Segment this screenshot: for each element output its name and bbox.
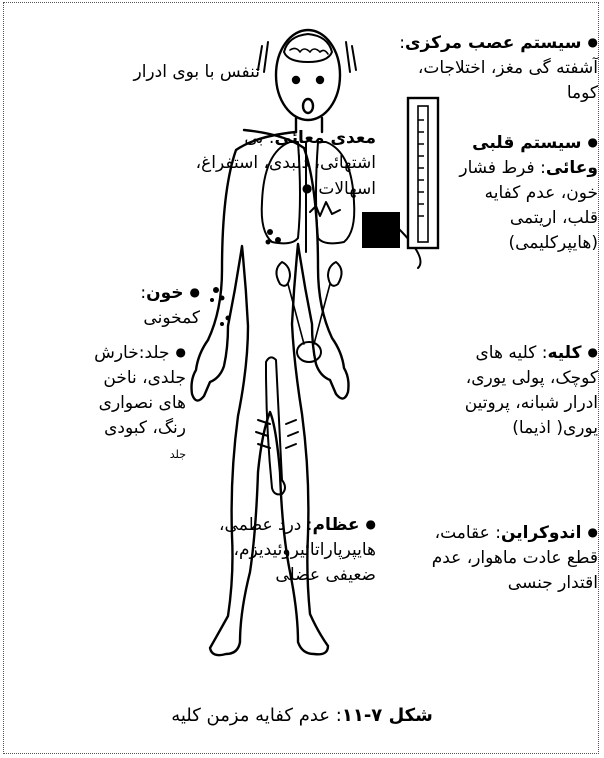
cardio-label: ●سیستم قلبی وعائی: فرط فشار خون، عدم کفا…: [450, 130, 598, 256]
bp-cuff: [362, 212, 400, 248]
bone-icon: [266, 357, 285, 494]
caption-label: شکل ۷-۱۱: [342, 705, 433, 726]
skin-small-label: جلد: [170, 448, 186, 461]
kidney-label: ●کلیه: کلیه های کوچک، پولی یوری، ادرار ش…: [452, 340, 598, 441]
gi-label: معدی معائی: بی اشتهائی، دلبدی، استفراغ، …: [186, 126, 376, 202]
figure-caption: شکل ۷-۱۱: عدم کفایه مزمن کلیه: [0, 705, 604, 726]
kidney-right: [328, 262, 342, 286]
sphygmomanometer-icon: [408, 98, 438, 248]
blood-label: ●خون: کمخونی: [80, 280, 200, 331]
skin-label: ●جلد:خارش جلدی، ناخن های نصواری رنگ، کبو…: [86, 340, 186, 467]
caption-text: : عدم کفایه مزمن کلیه: [171, 705, 342, 726]
bone-label: ●عظام: درد عظمی، هایپرپاراتائیروئیدیزم، …: [180, 512, 376, 588]
head-outline: [276, 30, 340, 120]
cns-label: ●سیستم عصب مرکزی: آشفته گی مغز، اختلاجات…: [388, 30, 598, 106]
breath-label: تنفس با بوی ادرار: [70, 60, 260, 85]
endocrine-label: ●اندوکراین: عقامت، قطع عادت ماهوار، عدم …: [430, 520, 598, 596]
kidney-left: [276, 262, 290, 286]
